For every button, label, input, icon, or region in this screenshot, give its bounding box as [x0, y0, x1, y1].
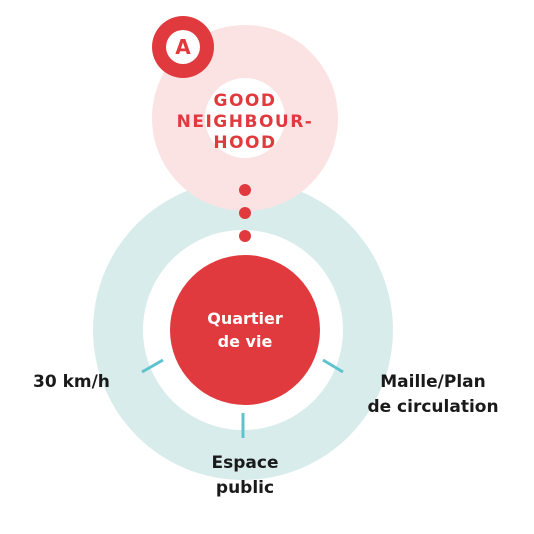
label-public-space-line-1: Espace — [212, 453, 279, 473]
label-mesh: Maille/Plan de circulation — [367, 372, 498, 417]
center-circle-label: Quartier de vie — [207, 309, 283, 351]
center-red-circle — [170, 255, 320, 405]
connector-dot-2 — [239, 207, 251, 219]
top-label-line-1: GOOD — [214, 91, 277, 111]
tick-mesh — [322, 358, 344, 374]
badge-letter: A — [175, 35, 191, 59]
label-mesh-line-2: de circulation — [367, 397, 498, 417]
connector-dot-3 — [239, 230, 251, 242]
top-inner-white-circle — [205, 78, 285, 158]
label-public-space: Espace public — [212, 453, 279, 498]
connector-dot-1 — [239, 184, 251, 196]
center-label-line-2: de vie — [218, 332, 273, 351]
label-speed: 30 km/h — [33, 372, 110, 392]
label-mesh-line-1: Maille/Plan — [380, 372, 485, 392]
badge-white-circle — [166, 30, 200, 64]
top-label-line-3: HOOD — [213, 133, 276, 153]
label-public-space-line-2: public — [216, 478, 274, 498]
center-label-line-1: Quartier — [207, 309, 283, 328]
top-label-line-2: NEIGHBOUR- — [177, 112, 314, 132]
top-circle-label: GOOD NEIGHBOUR- HOOD — [177, 91, 314, 153]
tick-speed — [141, 358, 164, 374]
